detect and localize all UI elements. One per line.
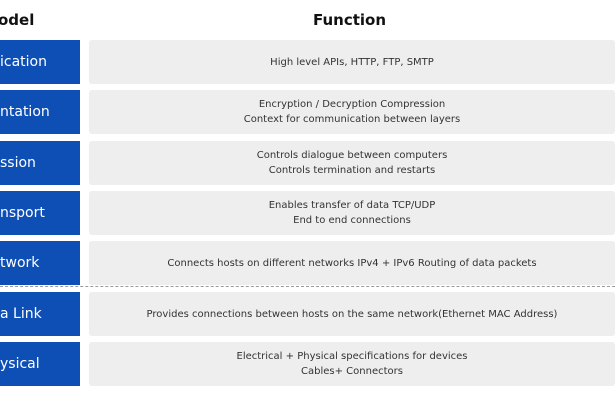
function-cell: Controls dialogue between computers Cont… [89, 141, 615, 185]
layer-label: a Link [0, 292, 80, 336]
layer-row-application: ication High level APIs, HTTP, FTP, SMTP [0, 40, 615, 84]
function-line: High level APIs, HTTP, FTP, SMTP [270, 56, 434, 68]
layer-row-session: ssion Controls dialogue between computer… [0, 141, 615, 185]
function-column-header: Function [313, 11, 387, 29]
function-cell: Enables transfer of data TCP/UDP End to … [89, 191, 615, 235]
layer-divider-line [0, 286, 615, 287]
function-cell: Encryption / Decryption Compression Cont… [89, 90, 615, 134]
function-cell: Electrical + Physical specifications for… [89, 342, 615, 386]
layer-row-physical: ysical Electrical + Physical specificati… [0, 342, 615, 386]
function-cell: High level APIs, HTTP, FTP, SMTP [89, 40, 615, 84]
layer-row-data-link: a Link Provides connections between host… [0, 292, 615, 336]
model-column-header: odel [0, 11, 35, 29]
function-line: Electrical + Physical specifications for… [236, 351, 468, 362]
function-line: Context for communication between layers [243, 114, 461, 125]
layer-label: ication [0, 40, 80, 84]
layer-row-presentation: ntation Encryption / Decryption Compress… [0, 90, 615, 134]
function-line: Enables transfer of data TCP/UDP [268, 200, 436, 211]
layer-label: twork [0, 241, 80, 285]
function-line: Provides connections between hosts on th… [146, 308, 558, 320]
layer-label: ntation [0, 90, 80, 134]
function-line: Controls dialogue between computers [256, 150, 448, 161]
layer-label: nsport [0, 191, 80, 235]
function-line: Controls termination and restarts [268, 165, 436, 176]
function-line: Cables+ Connectors [301, 366, 403, 377]
layer-row-network: twork Connects hosts on different networ… [0, 241, 615, 285]
function-line: Connects hosts on different networks IPv… [167, 257, 537, 269]
function-cell: Provides connections between hosts on th… [89, 292, 615, 336]
layer-label: ssion [0, 141, 80, 185]
function-cell: Connects hosts on different networks IPv… [89, 241, 615, 285]
layer-row-transport: nsport Enables transfer of data TCP/UDP … [0, 191, 615, 235]
function-line: End to end connections [293, 215, 411, 226]
layer-label: ysical [0, 342, 80, 386]
function-line: Encryption / Decryption Compression [258, 99, 446, 110]
